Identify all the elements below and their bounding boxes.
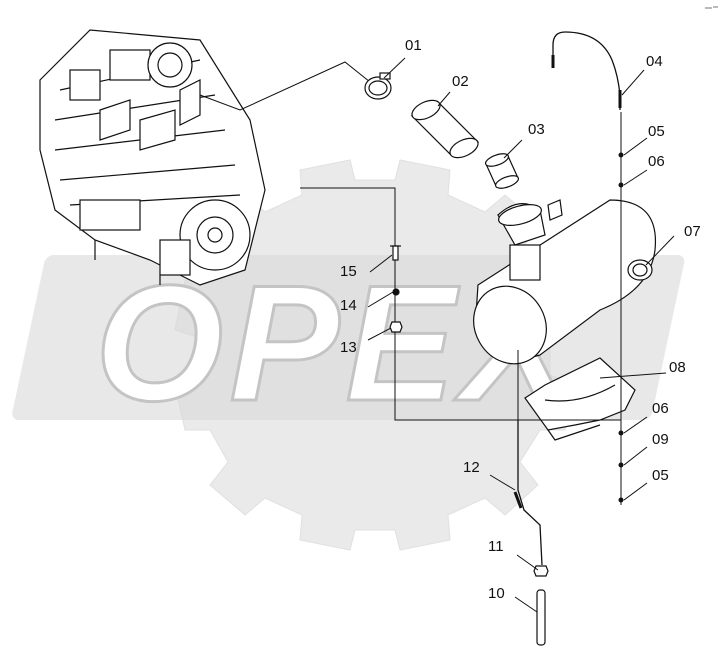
callout-06-bottom: 06 (652, 400, 669, 417)
callout-02: 02 (452, 73, 469, 90)
callout-15: 15 (340, 263, 357, 280)
part-08-bracket (524, 357, 636, 441)
part-01-clamp (364, 72, 392, 100)
callout-leaders (367, 57, 675, 613)
callout-10: 10 (488, 585, 505, 602)
callout-13: 13 (340, 339, 357, 356)
callout-05-bottom: 05 (652, 467, 669, 484)
corner-mark (705, 6, 718, 9)
callout-04: 04 (646, 53, 663, 70)
callout-14: 14 (340, 297, 357, 314)
callout-11: 11 (488, 538, 504, 555)
part-12-rod (513, 420, 543, 566)
callout-05-top: 05 (648, 123, 665, 140)
fasteners-13-15 (389, 245, 403, 333)
callout-03: 03 (528, 121, 545, 138)
callout-12: 12 (463, 459, 480, 476)
part-03-clamp (484, 153, 520, 189)
callout-07: 07 (684, 223, 701, 240)
part-10-sleeve (536, 589, 546, 646)
callout-08: 08 (669, 359, 686, 376)
fastener-dots-right (618, 152, 624, 503)
callout-09: 09 (652, 431, 669, 448)
engine-assembly (39, 29, 266, 286)
part-02-pipe (410, 99, 480, 159)
leader-line-engine (199, 61, 371, 111)
callout-labels: 01 02 03 04 05 06 07 08 06 09 05 12 11 1… (340, 37, 701, 602)
part-11-nut (533, 565, 549, 577)
part-07-muffler (473, 199, 657, 365)
part-04-rod (551, 31, 622, 110)
callout-01: 01 (405, 37, 422, 54)
callout-06-top: 06 (648, 153, 665, 170)
assembly-line-left (300, 187, 621, 421)
